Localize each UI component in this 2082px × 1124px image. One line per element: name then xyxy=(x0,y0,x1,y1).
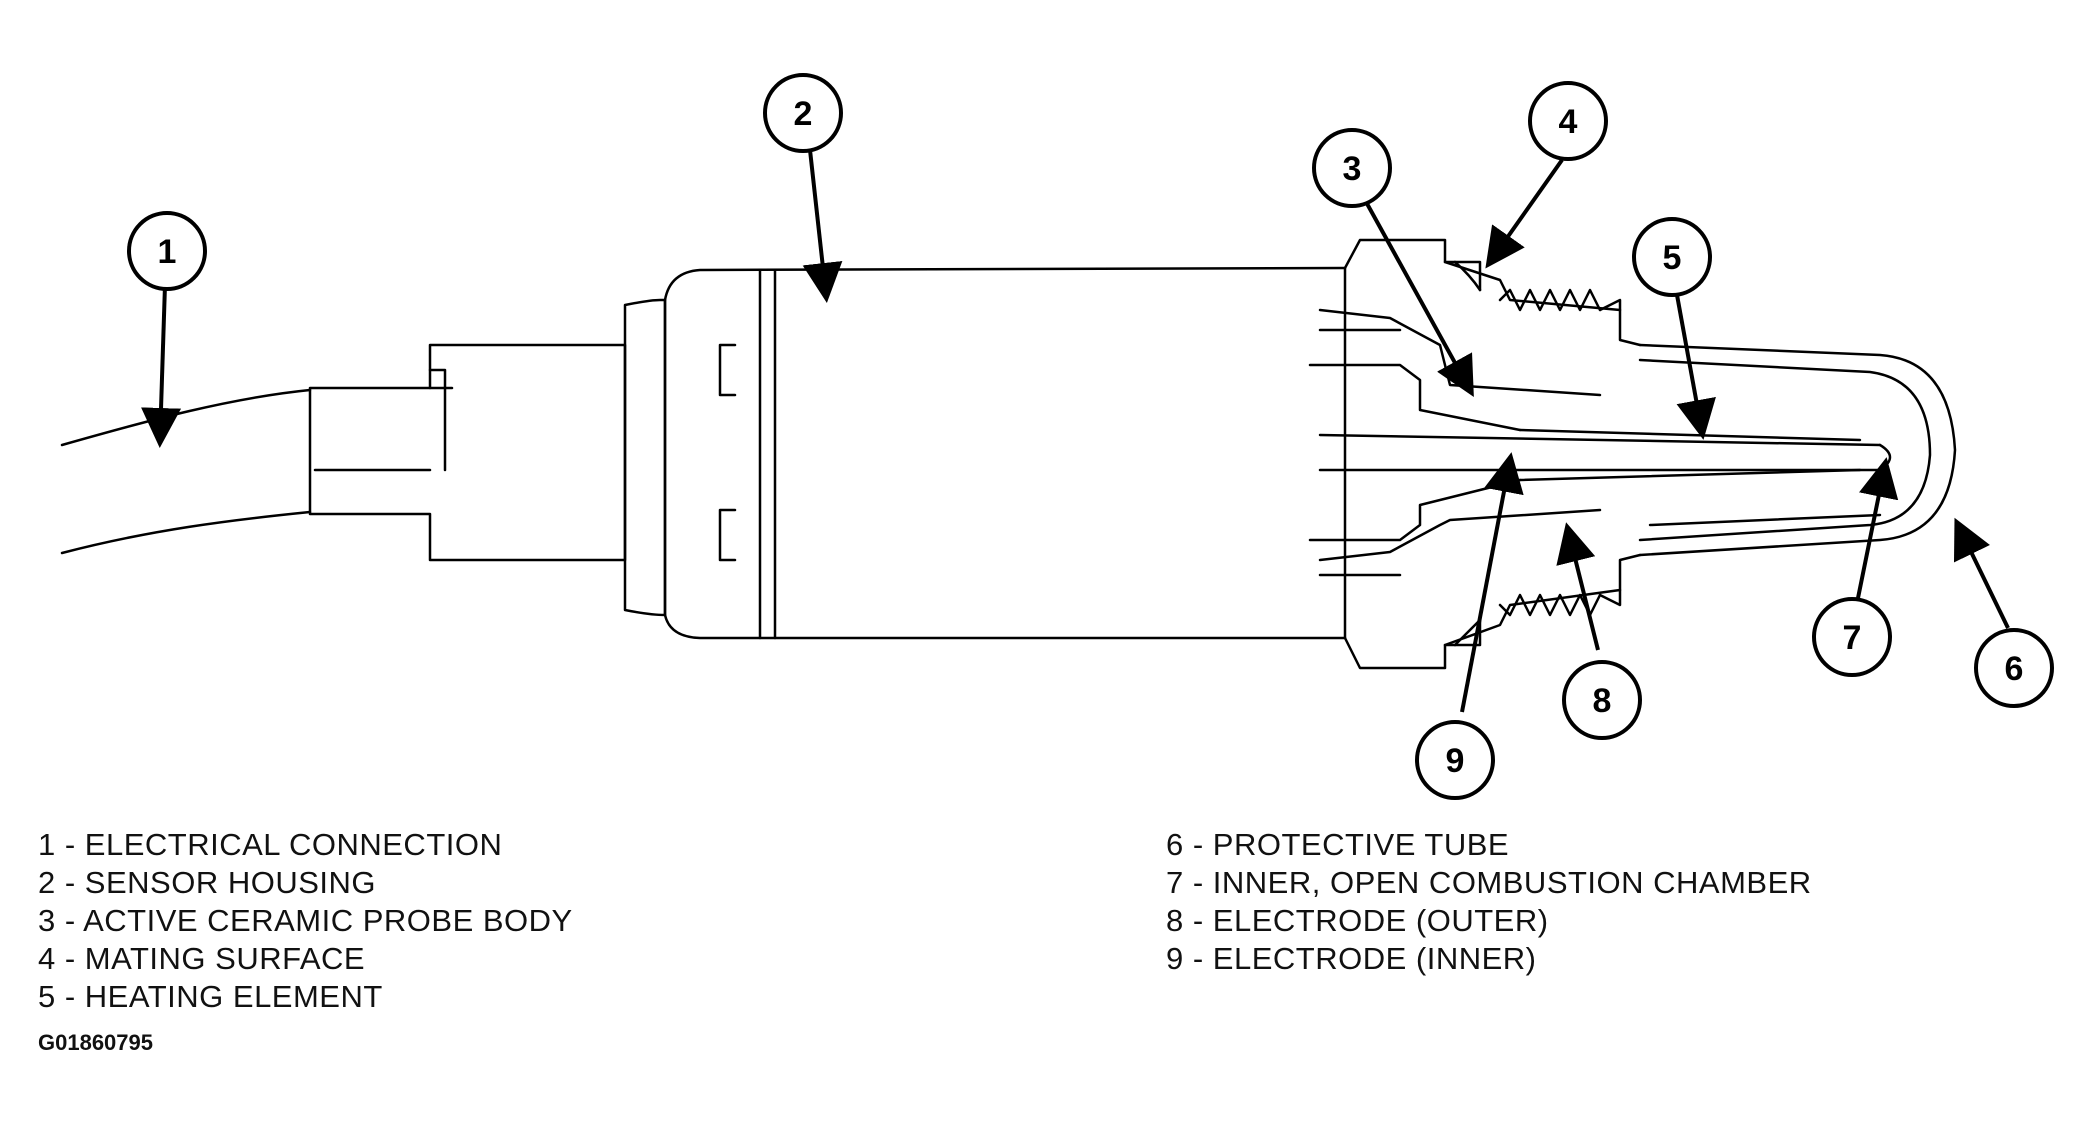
svg-text:1: 1 xyxy=(158,233,177,271)
callout-9: 9 xyxy=(1415,720,1495,800)
legend-item-9: 9 - ELECTRODE (INNER) xyxy=(1166,941,1537,976)
callout-6-arrow xyxy=(1953,517,2010,629)
electrical-cable xyxy=(60,388,312,555)
svg-text:9: 9 xyxy=(1446,742,1465,780)
threaded-body xyxy=(1308,238,1642,670)
ceramic-probe xyxy=(1318,428,1892,482)
callout-6: 6 xyxy=(1974,628,2054,708)
svg-text:5: 5 xyxy=(1663,239,1682,277)
callout-3-arrow xyxy=(1363,199,1474,398)
cable-connector xyxy=(308,343,627,562)
legend-item-7: 7 - INNER, OPEN COMBUSTION CHAMBER xyxy=(1166,865,1812,900)
svg-text:3: 3 xyxy=(1343,150,1362,188)
legend-left: 1 - ELECTRICAL CONNECTION 2 - SENSOR HOU… xyxy=(38,826,573,1016)
legend-item-5: 5 - HEATING ELEMENT xyxy=(38,979,383,1014)
callout-4: 4 xyxy=(1528,81,1608,161)
legend-item-3: 3 - ACTIVE CERAMIC PROBE BODY xyxy=(38,903,573,938)
callout-7-arrow xyxy=(1856,457,1899,599)
legend-item-4: 4 - MATING SURFACE xyxy=(38,941,366,976)
svg-text:7: 7 xyxy=(1843,619,1862,657)
sensor-housing xyxy=(623,266,1347,640)
callout-8-arrow xyxy=(1556,522,1600,651)
protective-tube xyxy=(1638,343,1957,557)
callout-3: 3 xyxy=(1312,128,1392,208)
legend-item-2: 2 - SENSOR HOUSING xyxy=(38,865,376,900)
legend-item-1: 1 - ELECTRICAL CONNECTION xyxy=(38,827,503,862)
svg-text:2: 2 xyxy=(794,95,813,133)
callout-5-arrow xyxy=(1675,294,1716,440)
svg-text:8: 8 xyxy=(1593,682,1612,720)
callout-8: 8 xyxy=(1562,660,1642,740)
legend-item-8: 8 - ELECTRODE (OUTER) xyxy=(1166,903,1549,938)
callout-1-arrow xyxy=(141,284,182,448)
callout-2-arrow xyxy=(802,149,843,303)
callout-4-arrow xyxy=(1485,158,1564,269)
callout-9-arrow xyxy=(1460,452,1524,713)
legend-item-6: 6 - PROTECTIVE TUBE xyxy=(1166,827,1510,862)
figure-id: G01860795 xyxy=(38,1030,153,1055)
mating-surface xyxy=(1453,260,1482,647)
callout-7: 7 xyxy=(1812,597,1892,677)
svg-text:4: 4 xyxy=(1559,103,1578,141)
callout-5: 5 xyxy=(1632,217,1712,297)
svg-text:6: 6 xyxy=(2005,650,2024,688)
legend-right: 6 - PROTECTIVE TUBE 7 - INNER, OPEN COMB… xyxy=(1166,826,1812,978)
callout-1: 1 xyxy=(127,211,207,291)
callout-2: 2 xyxy=(763,73,843,153)
